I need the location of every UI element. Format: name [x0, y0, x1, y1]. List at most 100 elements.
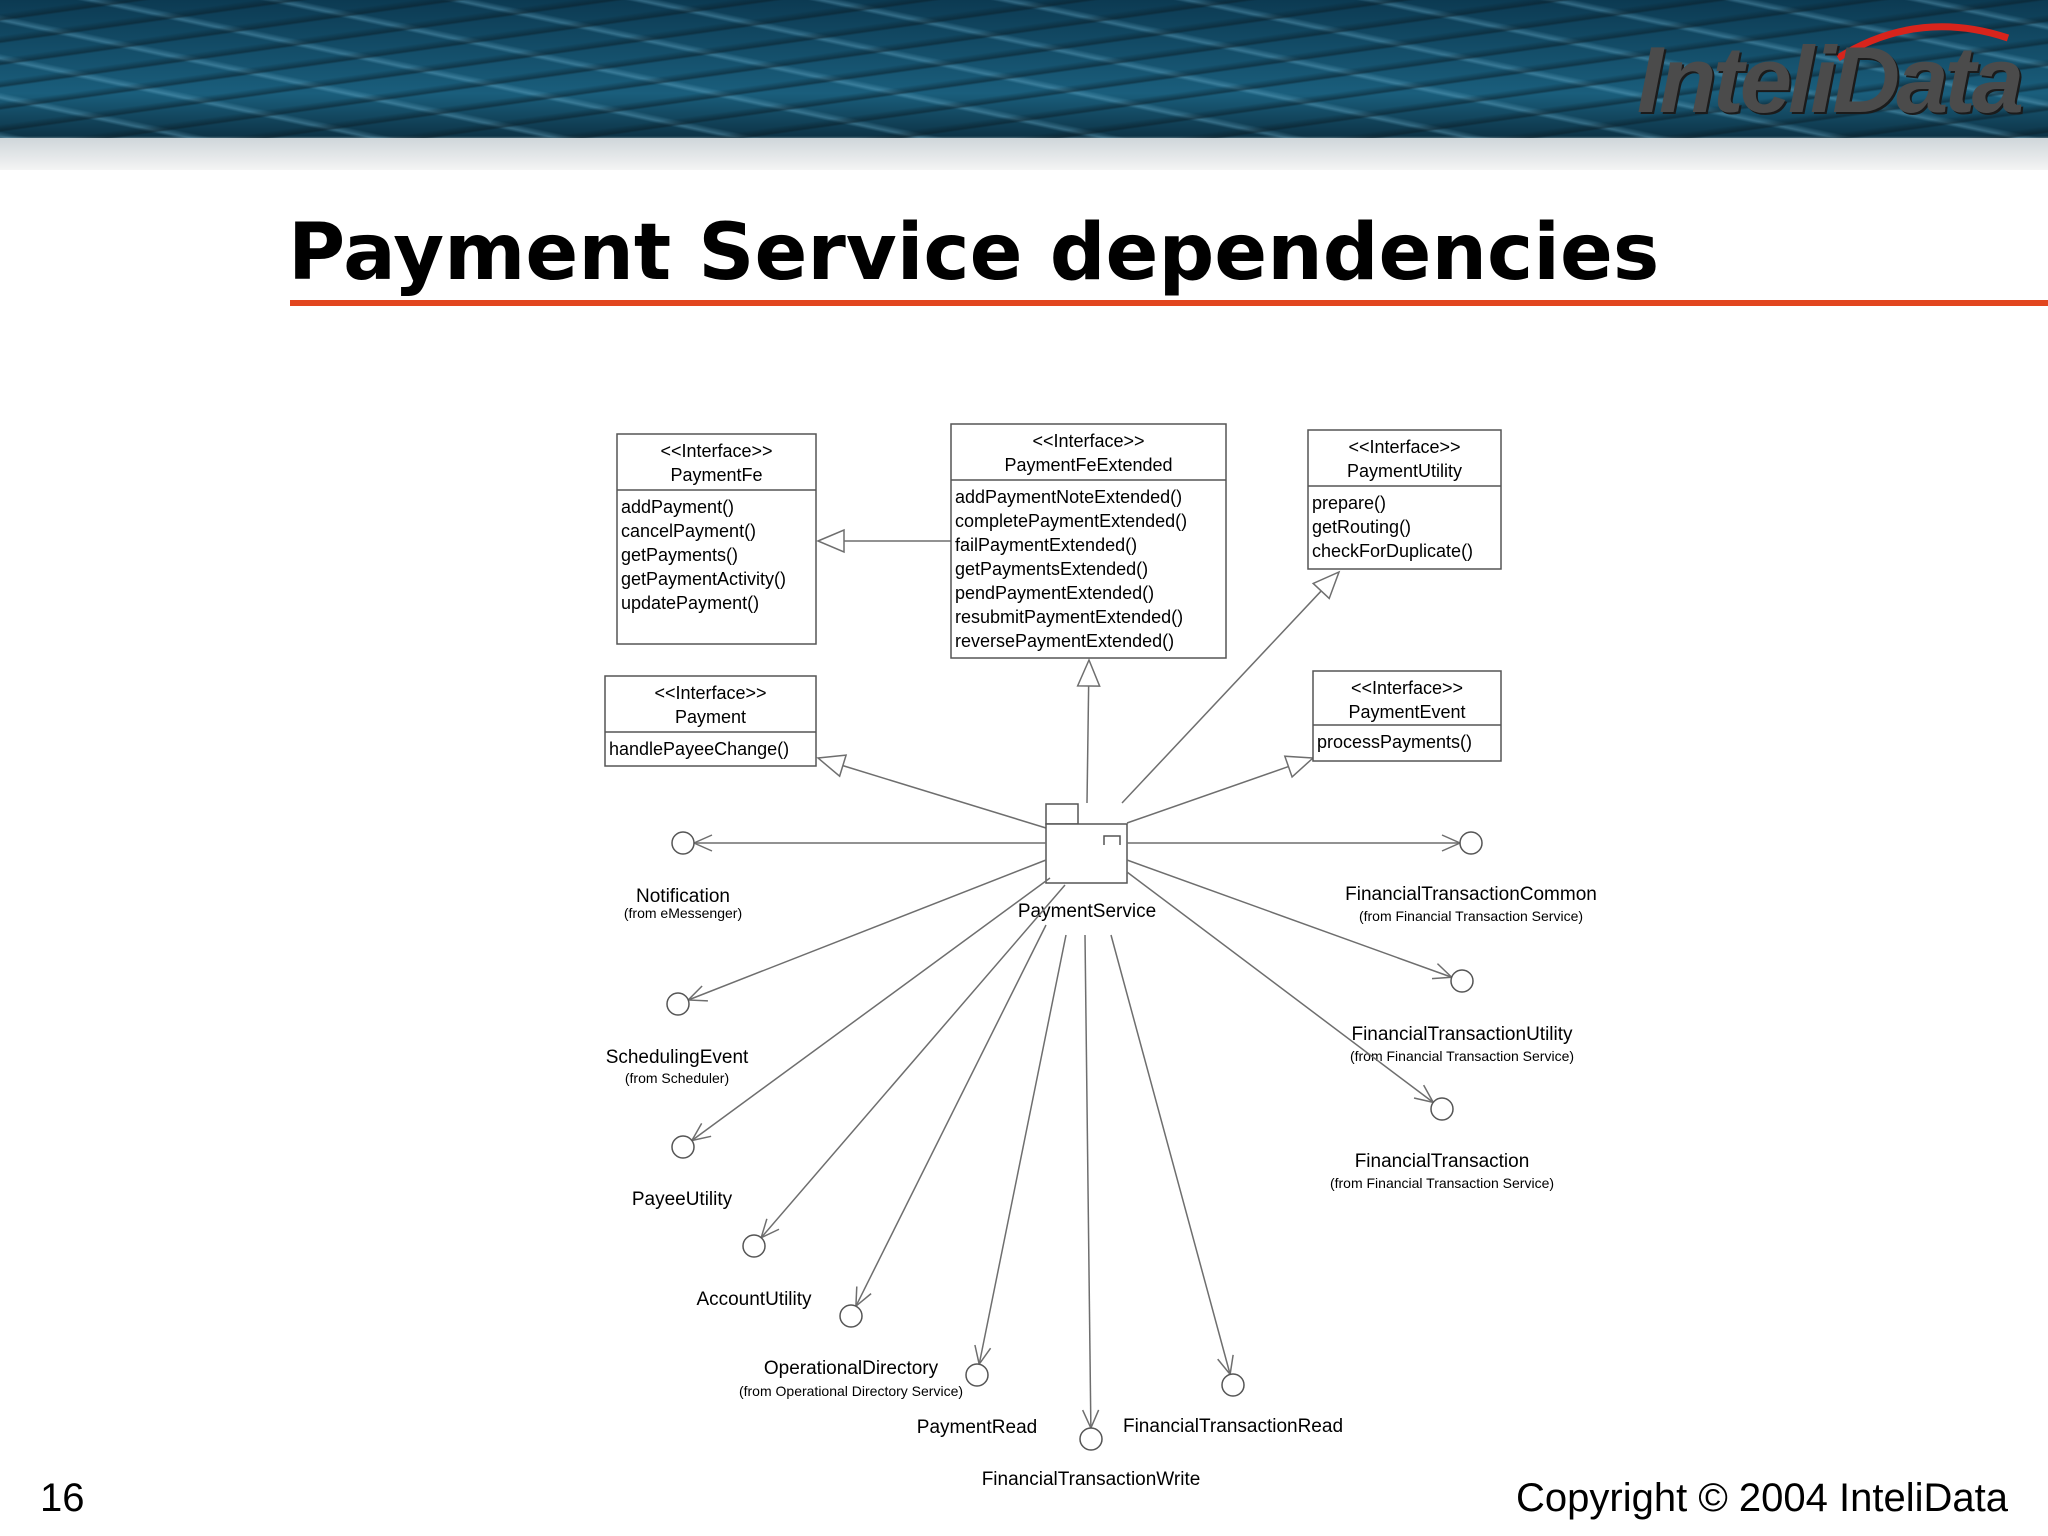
interface-box-payment-event: <<Interface>>PaymentEventprocessPayments… — [1312, 670, 1502, 762]
edge-service-to-paymentevent — [1126, 755, 1315, 824]
edge-line — [1121, 590, 1322, 804]
lollipop-operational-directory: OperationalDirectory (from Operational Di… — [739, 924, 1047, 1399]
interface-stereotype: <<Interface>> — [1348, 437, 1460, 457]
component-name: PaymentService — [1018, 901, 1156, 922]
logo-swoosh — [1836, 23, 2010, 61]
lollipop-circle — [1221, 1373, 1245, 1397]
lollipop-circle — [1430, 1097, 1454, 1121]
edge-line — [1086, 685, 1090, 804]
edge-line — [1126, 765, 1289, 824]
dependency-line — [978, 934, 1067, 1365]
lollipop-source: (from Scheduler) — [625, 1070, 729, 1086]
interface-name: PaymentUtility — [1347, 461, 1462, 481]
interface-stereotype: <<Interface>> — [1032, 431, 1144, 451]
lollipop-name: Notification — [636, 886, 730, 907]
interface-method: pendPaymentExtended() — [955, 583, 1154, 603]
interface-boxes: <<Interface>> PaymentFe addPayment() cancel… — [604, 423, 1502, 767]
title-underline — [290, 300, 2048, 306]
interface-box-frame — [604, 675, 817, 767]
interface-box-payment-utility: <<Interface>> PaymentUtility prepare() getR… — [1307, 429, 1502, 570]
lollipop-name: FinancialTransactionRead — [1123, 1416, 1343, 1437]
lollipop-financial-transaction-common: FinancialTransactionCommon (from Financia… — [1127, 831, 1597, 924]
lollipop-payee-utility: PayeeUtility — [632, 877, 1051, 1210]
lollipop-circle — [839, 1304, 863, 1328]
interface-lollipops: Notification(from eMessenger)SchedulingE… — [606, 831, 1597, 1490]
payment-service-component: PaymentService — [1018, 803, 1156, 922]
lollipop-circle — [965, 1363, 989, 1387]
dependency-line — [1126, 859, 1452, 978]
interface-method: processPayments() — [1317, 732, 1472, 752]
interface-box-frame — [1307, 429, 1502, 570]
lollipop-source: (from Financial Transaction Service) — [1330, 1175, 1554, 1191]
lollipop-circle — [666, 992, 690, 1016]
lollipop-financial-transaction: FinancialTransaction (from Financial Tran… — [1126, 871, 1554, 1191]
interface-name: PaymentFe — [670, 465, 762, 485]
interface-method: prepare() — [1312, 493, 1386, 513]
interface-method: getRouting() — [1312, 517, 1411, 537]
dependency-line — [855, 924, 1047, 1307]
lollipop-name: FinancialTransaction — [1355, 1151, 1530, 1172]
edge-hollow-arrowhead — [1076, 658, 1101, 687]
edge-service-to-paymentfeextended — [1076, 658, 1101, 804]
interface-method: handlePayeeChange() — [609, 739, 789, 759]
lollipop-financial-transaction-read: FinancialTransactionRead — [1110, 934, 1343, 1437]
lollipop-source: (from Operational Directory Service) — [739, 1383, 963, 1399]
dependency-line — [687, 859, 1047, 1001]
lollipop-financial-transaction-write: FinancialTransactionWrite — [982, 934, 1201, 1490]
lollipop-name: PayeeUtility — [632, 1189, 733, 1210]
header-banner: InteliData — [0, 0, 2048, 170]
lollipop-circle — [1459, 831, 1483, 855]
lollipop-name: FinancialTransactionWrite — [982, 1469, 1201, 1490]
lollipop-account-utility: AccountUtility — [696, 884, 1066, 1310]
dependency-line — [691, 877, 1051, 1142]
lollipop-source: (from eMessenger) — [624, 905, 742, 921]
lollipop-name: SchedulingEvent — [606, 1047, 749, 1068]
interface-method: reversePaymentExtended() — [955, 631, 1174, 651]
interface-box-frame — [950, 423, 1227, 659]
interface-method: failPaymentExtended() — [955, 535, 1137, 555]
dependency-line — [1084, 934, 1092, 1429]
interface-method: getPaymentsExtended() — [955, 559, 1148, 579]
interface-method: getPayments() — [621, 545, 738, 565]
interface-method: completePaymentExtended() — [955, 511, 1187, 531]
lollipop-circle — [742, 1234, 766, 1258]
interface-method: resubmitPaymentExtended() — [955, 607, 1183, 627]
dependency-line — [1110, 934, 1231, 1375]
dependency-edges — [816, 528, 1341, 829]
interface-box-payment-fe-extended: <<Interface>>PaymentFeExtendedaddPayment… — [950, 423, 1227, 659]
lollipop-scheduling-event: SchedulingEvent (from Scheduler) — [606, 859, 1047, 1086]
edge-service-to-paymentutility — [1121, 570, 1341, 804]
dependency-line — [760, 884, 1066, 1239]
interface-method: addPayment() — [621, 497, 734, 517]
lollipop-circle — [671, 1135, 695, 1159]
interface-method: updatePayment() — [621, 593, 759, 613]
edge-hollow-arrowhead — [816, 754, 848, 778]
lollipop-name: PaymentRead — [917, 1417, 1037, 1438]
interface-name: Payment — [675, 707, 746, 727]
interface-method: checkForDuplicate() — [1312, 541, 1473, 561]
lollipop-circle — [1450, 969, 1474, 993]
edge-extended-to-paymentfe — [816, 528, 951, 554]
page-title: Payment Service dependencies — [288, 208, 1660, 298]
lollipop-name: AccountUtility — [696, 1289, 812, 1310]
interface-method: addPaymentNoteExtended() — [955, 487, 1182, 507]
lollipop-name: FinancialTransactionCommon — [1345, 884, 1597, 905]
edge-service-to-payment — [816, 754, 1047, 829]
interface-method: cancelPayment() — [621, 521, 756, 541]
lollipop-payment-read: PaymentRead — [917, 934, 1067, 1438]
edge-hollow-arrowhead — [1311, 570, 1341, 600]
copyright-notice: Copyright © 2004 InteliData — [1516, 1476, 2008, 1520]
lollipop-name: FinancialTransactionUtility — [1351, 1024, 1573, 1045]
intelidata-logo — [1836, 23, 2010, 61]
interface-method: getPaymentActivity() — [621, 569, 786, 589]
lollipop-notification: Notification(from eMessenger) — [624, 831, 1046, 921]
banner-fade — [0, 138, 2048, 170]
edge-hollow-arrowhead — [816, 528, 845, 554]
lollipop-source: (from Financial Transaction Service) — [1359, 908, 1583, 924]
lollipop-financial-transaction-utility: FinancialTransactionUtility(from Financi… — [1126, 859, 1574, 1064]
interface-box-frame — [616, 433, 817, 645]
component-icon — [1103, 835, 1121, 845]
lollipop-name: OperationalDirectory — [764, 1358, 939, 1379]
